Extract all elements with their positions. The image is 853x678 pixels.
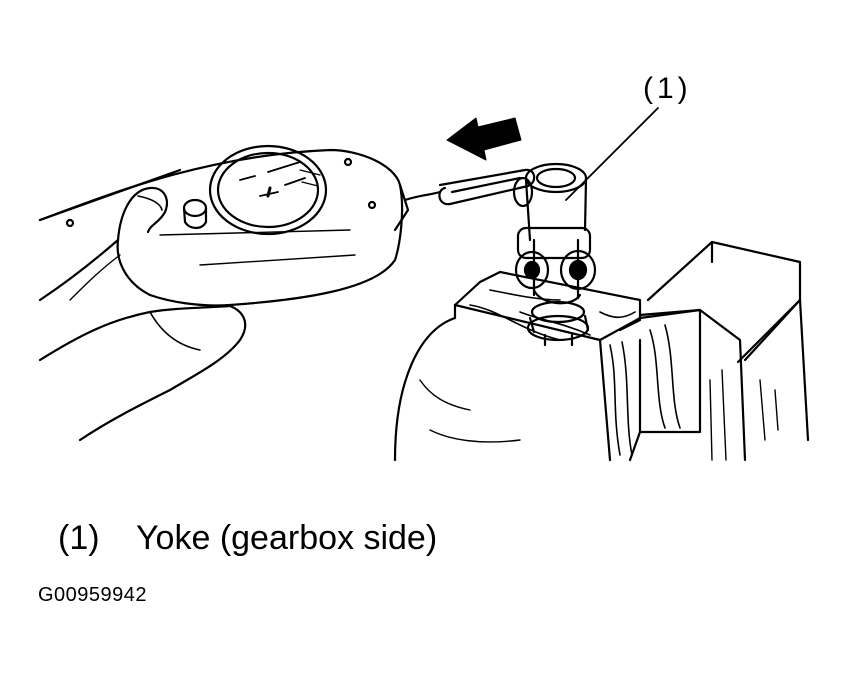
vise [393,240,810,462]
hand [38,186,247,442]
legend: (1) Yoke (gearbox side) [58,518,437,558]
yoke-gearbox-side [514,162,597,347]
legend-item-text: Yoke (gearbox side) [136,519,438,557]
pull-direction-arrow [446,117,522,161]
spring-scale-yoke-illustration [38,107,810,462]
callout-label-1: (1) [643,72,692,105]
scale-hook [403,168,536,208]
figure-code: G00959942 [38,584,148,606]
callout-leader-line [565,107,659,201]
spring-scale [38,144,410,307]
legend-item-id: (1) [58,519,100,557]
